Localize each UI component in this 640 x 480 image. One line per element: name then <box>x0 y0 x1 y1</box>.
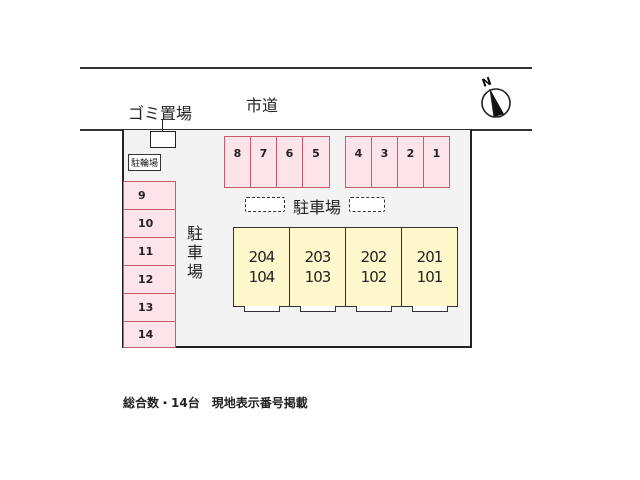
parking-slot-1: 1 <box>423 136 450 188</box>
unit-204-104: 204 104 <box>233 227 290 307</box>
entrance-step <box>356 306 392 312</box>
road-edge-top <box>80 67 532 69</box>
parking-slot-13: 13 <box>123 293 176 322</box>
parking-slot-2: 2 <box>397 136 424 188</box>
parking-slot-12: 12 <box>123 265 176 294</box>
parking-slot-4: 4 <box>345 136 372 188</box>
parking-slot-5: 5 <box>302 136 330 188</box>
garbage-area-box <box>150 131 176 148</box>
parking-slot-6: 6 <box>276 136 303 188</box>
road-label: 市道 <box>246 96 279 115</box>
parking-slot-9: 9 <box>123 181 176 210</box>
entrance-step <box>412 306 448 312</box>
parking-slot-7: 7 <box>250 136 277 188</box>
parking-label-vertical: 駐 車 場 <box>186 224 203 281</box>
parking-dashed-box-left <box>245 197 285 212</box>
parking-dashed-box-right <box>349 197 385 212</box>
bicycle-parking-label: 駐輪場 <box>128 154 162 171</box>
entrance-step <box>300 306 336 312</box>
garbage-area-label: ゴミ置場 <box>128 104 193 123</box>
parking-slot-10: 10 <box>123 209 176 238</box>
footer-note: 総合数・14台 現地表示番号掲載 <box>123 396 308 410</box>
garbage-leader-line <box>162 120 163 134</box>
parking-slot-8: 8 <box>224 136 251 188</box>
unit-202-102: 202 102 <box>345 227 402 307</box>
parking-slot-14: 14 <box>123 321 176 348</box>
svg-text:N: N <box>480 75 493 90</box>
unit-203-103: 203 103 <box>289 227 346 307</box>
parking-slot-11: 11 <box>123 237 176 266</box>
north-arrow-icon: N <box>476 72 516 122</box>
parking-label-horizontal: 駐車場 <box>293 198 342 217</box>
parking-slot-3: 3 <box>371 136 398 188</box>
unit-201-101: 201 101 <box>401 227 458 307</box>
entrance-step <box>244 306 280 312</box>
